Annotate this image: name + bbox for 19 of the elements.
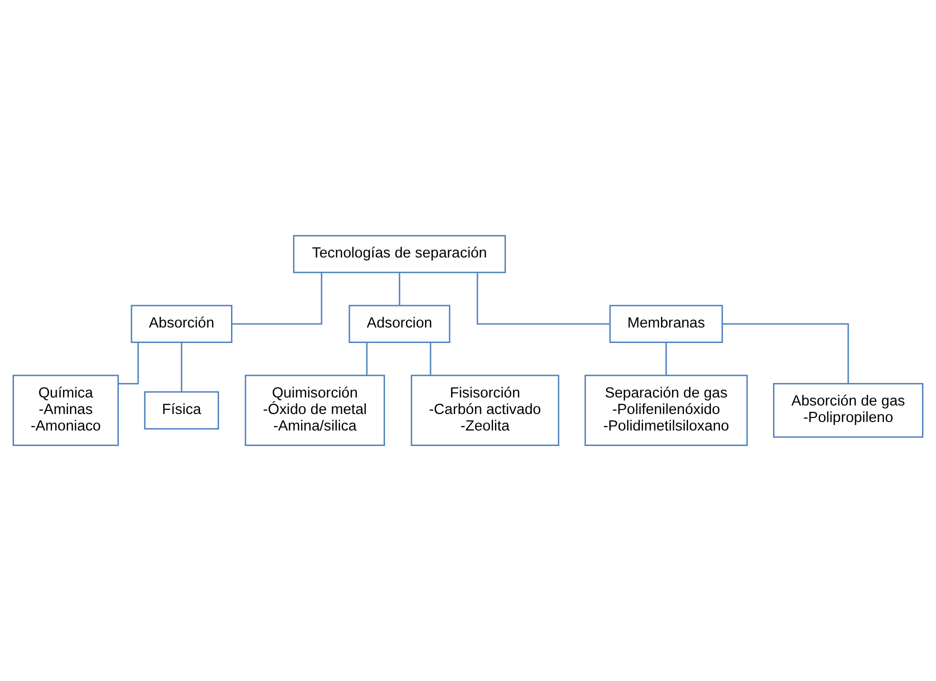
node-box: Membranas [609, 304, 723, 344]
connector [430, 342, 432, 376]
node-box: Tecnologías de separación [293, 235, 506, 274]
connector [722, 323, 849, 384]
node-box: Quimisorción -Óxido de metal -Amina/silica [244, 374, 386, 446]
connector [118, 342, 139, 384]
connector [232, 272, 322, 325]
connector [665, 342, 667, 376]
node-box: Química -Aminas -Amoniaco [12, 374, 119, 446]
connector [476, 272, 610, 325]
node-box: Absorción de gas -Polipropileno [773, 383, 924, 438]
connector [398, 272, 400, 306]
connector [180, 342, 182, 392]
node-box: Separación de gas -Polifenilenóxido -Polidimetilsiloxano [584, 374, 748, 446]
node-box: Absorción [130, 304, 232, 344]
node-box: Física [144, 391, 220, 430]
node-box: Fisisorción -Carbón activado -Zeolita [410, 374, 560, 446]
node-box: Adsorcion [348, 304, 450, 344]
connector [366, 342, 368, 376]
